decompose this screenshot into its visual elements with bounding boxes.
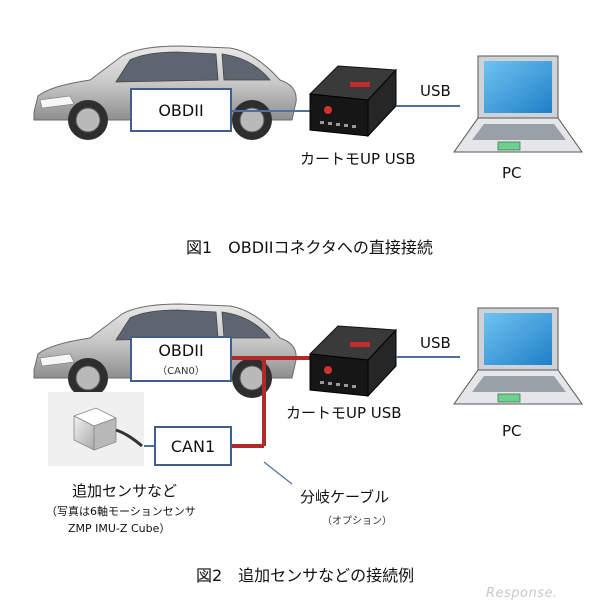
- obd-sublabel-2: （CAN0）: [157, 366, 205, 377]
- obd-label-1: OBDII: [158, 100, 204, 120]
- branch-cable: [232, 356, 310, 448]
- sensor-photo: [48, 392, 144, 466]
- can1-label: CAN1: [170, 436, 216, 456]
- device-image-1: [309, 65, 397, 137]
- obd-label-2: OBDII: [158, 341, 204, 360]
- sensor-note-1: （写真は6軸モーションセンサ: [46, 505, 196, 518]
- device-image-2: [309, 325, 397, 397]
- usb-label-2: USB: [420, 334, 451, 352]
- sensor-label: 追加センサなど: [72, 482, 178, 500]
- pc-label-1: PC: [502, 164, 522, 182]
- obd-box-2: OBDII （CAN0）: [130, 336, 232, 382]
- device-label-2: カートモUP USB: [286, 404, 402, 422]
- cable-pointer-line: [263, 461, 293, 485]
- laptop-image-2: [453, 307, 583, 405]
- sensor-note-2: ZMP IMU-Z Cube）: [68, 522, 171, 535]
- pc-label-2: PC: [502, 422, 522, 440]
- caption-figure2: 図2 追加センサなどの接続例: [196, 566, 415, 585]
- cable-note: （オプション）: [322, 516, 392, 527]
- caption-figure1: 図1 OBDIIコネクタへの直接接続: [186, 238, 433, 257]
- can1-box: CAN1: [154, 426, 232, 466]
- laptop-image-1: [453, 55, 583, 153]
- usb-label-1: USB: [420, 82, 451, 100]
- cable-label: 分岐ケーブル: [300, 488, 390, 506]
- watermark-logo: Response.: [486, 586, 558, 601]
- obd-box-1: OBDII: [130, 88, 232, 132]
- device-label-1: カートモUP USB: [300, 150, 416, 168]
